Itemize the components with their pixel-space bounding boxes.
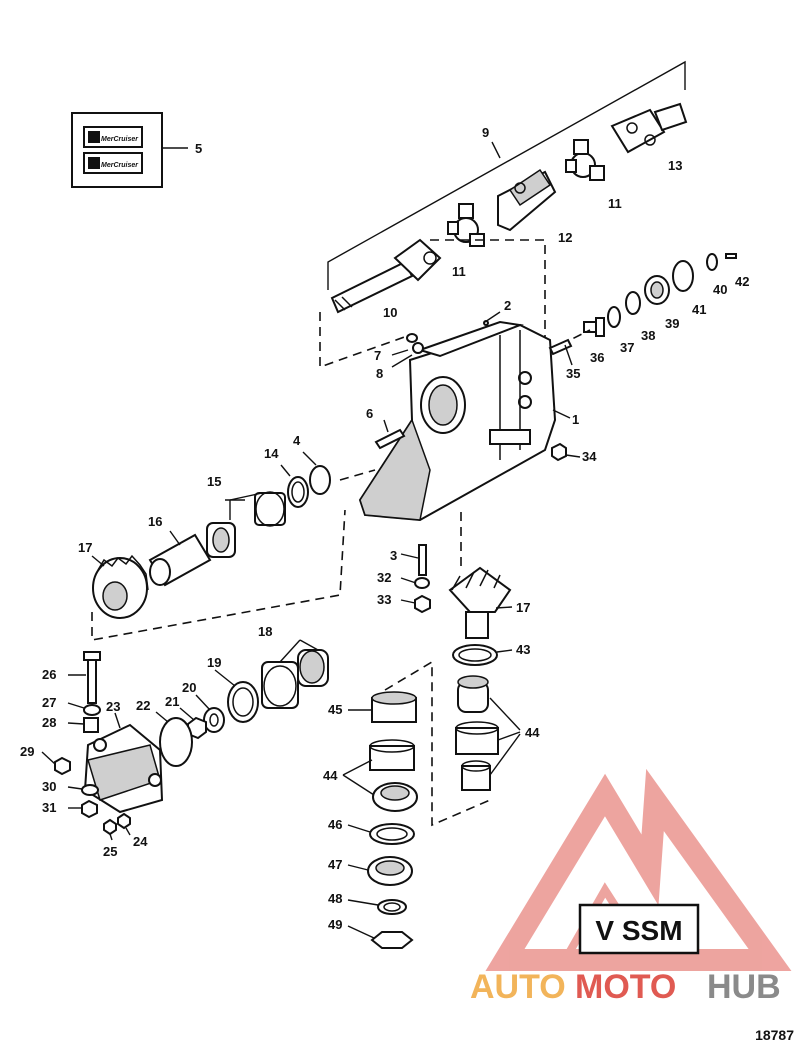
callout-16: 16 [148, 514, 162, 529]
callout-17-right: 17 [516, 600, 530, 615]
callout-1: 1 [572, 412, 579, 427]
drive-shaft [330, 238, 442, 314]
callout-14: 14 [264, 446, 279, 461]
callout-39: 39 [665, 316, 679, 331]
callout-40: 40 [713, 282, 727, 297]
callout-8: 8 [376, 366, 383, 381]
callout-29: 29 [20, 744, 34, 759]
model-badge: V SSM [578, 903, 700, 955]
callout-30: 30 [42, 779, 56, 794]
u-joint-right [565, 139, 605, 181]
callout-5: 5 [195, 141, 202, 156]
callout-10: 10 [383, 305, 397, 320]
callout-44-right: 44 [525, 725, 540, 740]
callout-7: 7 [374, 348, 381, 363]
callout-42: 42 [735, 274, 749, 289]
bearing-carrier-group [54, 649, 329, 836]
upper-gear-stack [92, 465, 331, 619]
center-yoke [497, 168, 557, 232]
callout-4: 4 [293, 433, 301, 448]
callout-6: 6 [366, 406, 373, 421]
callout-labels: 1 2 3 4 5 6 7 8 9 10 11 11 12 13 14 15 1… [20, 125, 749, 932]
callout-43: 43 [516, 642, 530, 657]
callout-2: 2 [504, 298, 511, 313]
input-yoke-shaft [610, 102, 688, 154]
callout-33: 33 [377, 592, 391, 607]
callout-41: 41 [692, 302, 706, 317]
watermark-moto: MOTO [575, 968, 676, 1006]
callout-21: 21 [165, 694, 179, 709]
driveshaft-group-bracket [327, 60, 686, 290]
watermark-auto: AUTO [470, 968, 566, 1006]
callout-27: 27 [42, 695, 56, 710]
callout-26: 26 [42, 667, 56, 682]
callout-45: 45 [328, 702, 342, 717]
callout-19: 19 [207, 655, 221, 670]
callout-37: 37 [620, 340, 634, 355]
decal-text-2: MerCruiser [101, 162, 139, 169]
callout-18: 18 [258, 624, 272, 639]
callout-11-right: 11 [608, 196, 622, 211]
callout-28: 28 [42, 715, 56, 730]
callout-48: 48 [328, 891, 342, 906]
callout-23: 23 [106, 699, 120, 714]
callout-15: 15 [207, 474, 221, 489]
callout-11-left: 11 [452, 264, 466, 279]
callout-9: 9 [482, 125, 489, 140]
callout-3: 3 [390, 548, 397, 563]
callout-25: 25 [103, 844, 117, 859]
callout-49: 49 [328, 917, 342, 932]
callout-35: 35 [566, 366, 580, 381]
callout-31: 31 [42, 800, 56, 815]
callout-22: 22 [136, 698, 150, 713]
decal-text-1: MerCruiser [101, 136, 139, 143]
watermark-hub: HUB [707, 968, 781, 1006]
watermark-wordmark: AUTO MOTO HUB [470, 968, 781, 1006]
callout-34: 34 [582, 449, 597, 464]
callout-36: 36 [590, 350, 604, 365]
badge-text: V SSM [595, 915, 682, 946]
pinion-stack [414, 544, 512, 791]
figure-reference: 18787 [755, 1027, 794, 1043]
callout-32: 32 [377, 570, 391, 585]
callout-20: 20 [182, 680, 196, 695]
callout-46: 46 [328, 817, 342, 832]
center-bearing-stack [367, 691, 418, 949]
callout-17-left: 17 [78, 540, 92, 555]
housing-fasteners [374, 320, 573, 462]
callout-44-left: 44 [323, 768, 338, 783]
input-bearing-hardware [583, 253, 737, 337]
gear-housing [358, 320, 557, 522]
callout-12: 12 [558, 230, 572, 245]
callout-47: 47 [328, 857, 342, 872]
callout-13: 13 [668, 158, 682, 173]
callout-24: 24 [133, 834, 148, 849]
decal-box: MerCruiser MerCruiser [71, 112, 188, 188]
callout-38: 38 [641, 328, 655, 343]
